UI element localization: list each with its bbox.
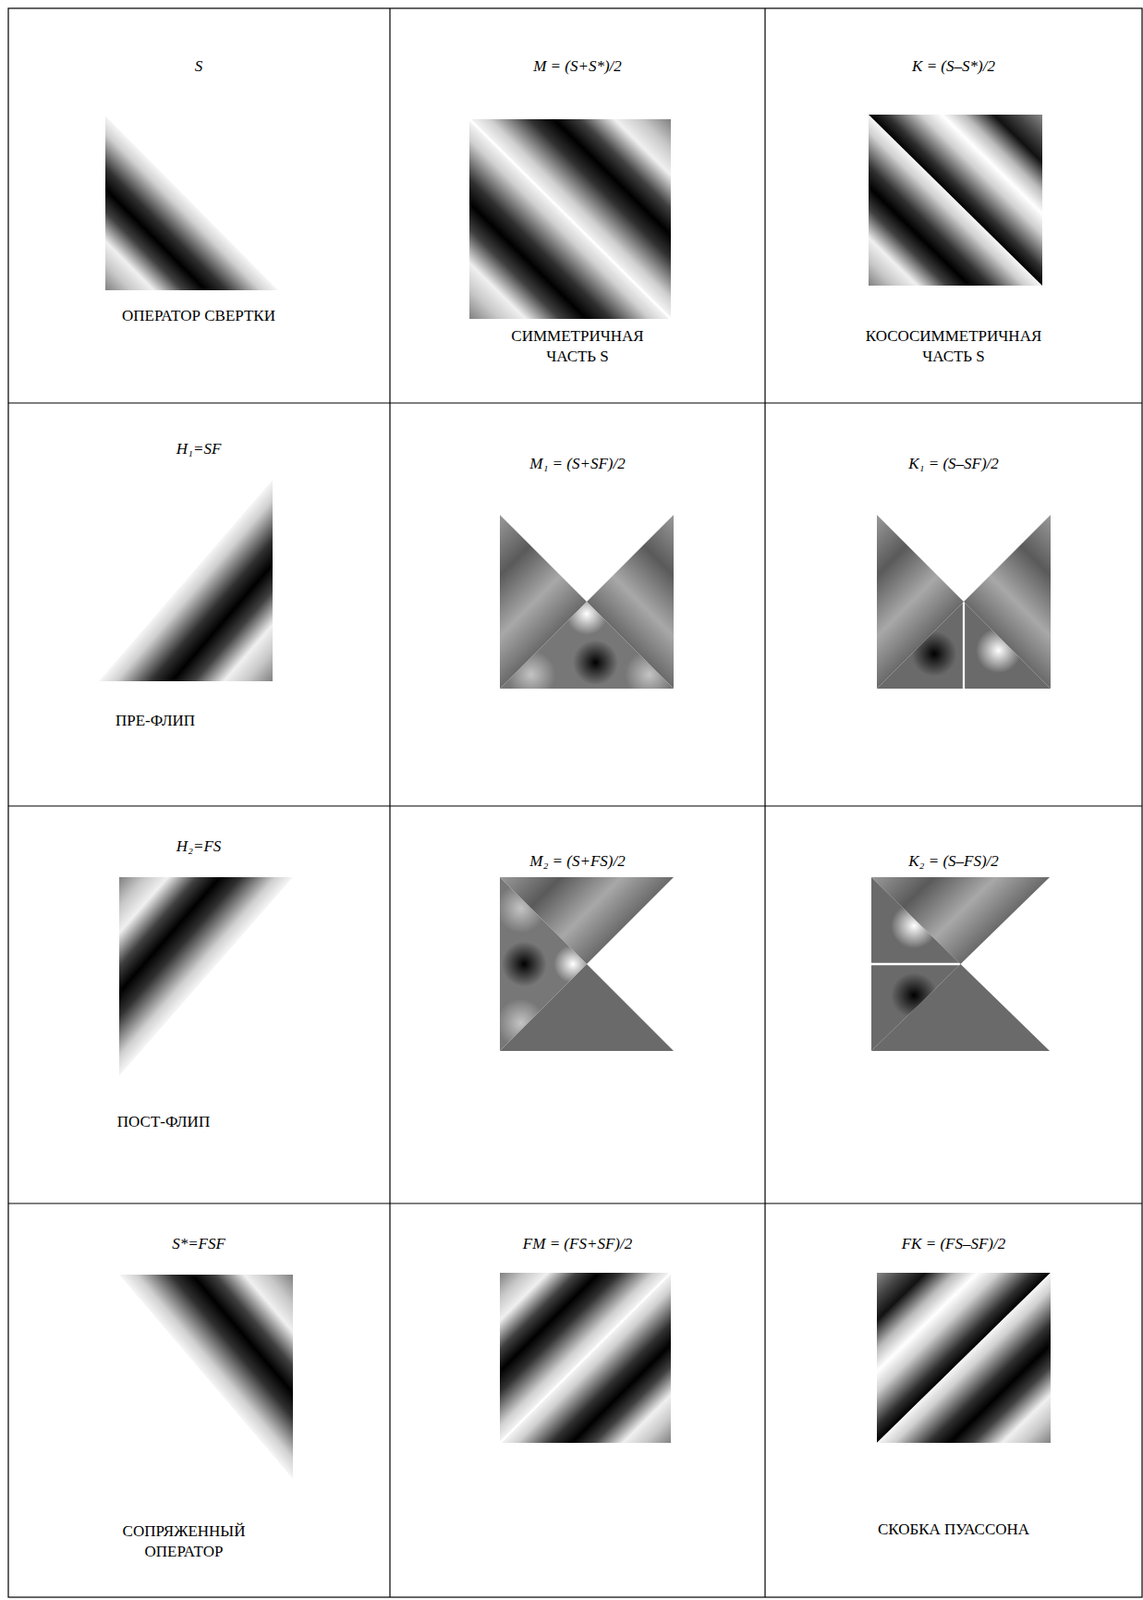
kernel-image	[499, 514, 674, 689]
formula-label: FK = (FS–SF)/2	[814, 1233, 1093, 1254]
kernel-image	[876, 514, 1051, 689]
kernel-image	[499, 1272, 671, 1443]
formula-label: M₂ = (S+FS)/2	[438, 851, 717, 872]
cell-caption: КОСОСИММЕТРИЧНАЯ ЧАСТЬ S	[851, 326, 1056, 367]
kernel-image	[868, 114, 1043, 286]
cell-caption: СИММЕТРИЧНАЯ ЧАСТЬ S	[498, 326, 657, 367]
kernel-image	[876, 1272, 1051, 1443]
cell-caption: ПРЕ-ФЛИП	[62, 710, 248, 731]
formula-label: K₂ = (S–FS)/2	[814, 851, 1093, 872]
cell-caption: ПОСТ-ФЛИП	[71, 1111, 256, 1132]
formula-label: M = (S+S*)/2	[438, 56, 717, 77]
cell-caption: СКОБКА ПУАССОНА	[814, 1519, 1093, 1540]
cell-caption: ОПЕРАТОР СВЕРТКИ	[60, 305, 338, 327]
cell-caption: СОПРЯЖЕННЫЙ ОПЕРАТОР	[100, 1520, 268, 1562]
kernel-image	[871, 876, 1050, 1051]
formula-label: FM = (FS+SF)/2	[438, 1233, 717, 1254]
formula-label: S	[106, 56, 292, 77]
kernel-image	[98, 479, 273, 681]
formula-label: K₁ = (S–SF)/2	[814, 453, 1093, 475]
formula-label: M₁ = (S+SF)/2	[438, 453, 717, 475]
formula-label: K = (S–S*)/2	[814, 56, 1093, 77]
formula-label: H₁=SF	[106, 438, 292, 460]
kernel-image	[119, 876, 293, 1076]
formula-label: S*=FSF	[106, 1233, 292, 1254]
kernel-image	[119, 1274, 293, 1479]
kernel-image	[469, 119, 671, 319]
kernel-image	[105, 115, 279, 291]
formula-label: H₂=FS	[106, 836, 292, 857]
kernel-image	[499, 876, 674, 1051]
